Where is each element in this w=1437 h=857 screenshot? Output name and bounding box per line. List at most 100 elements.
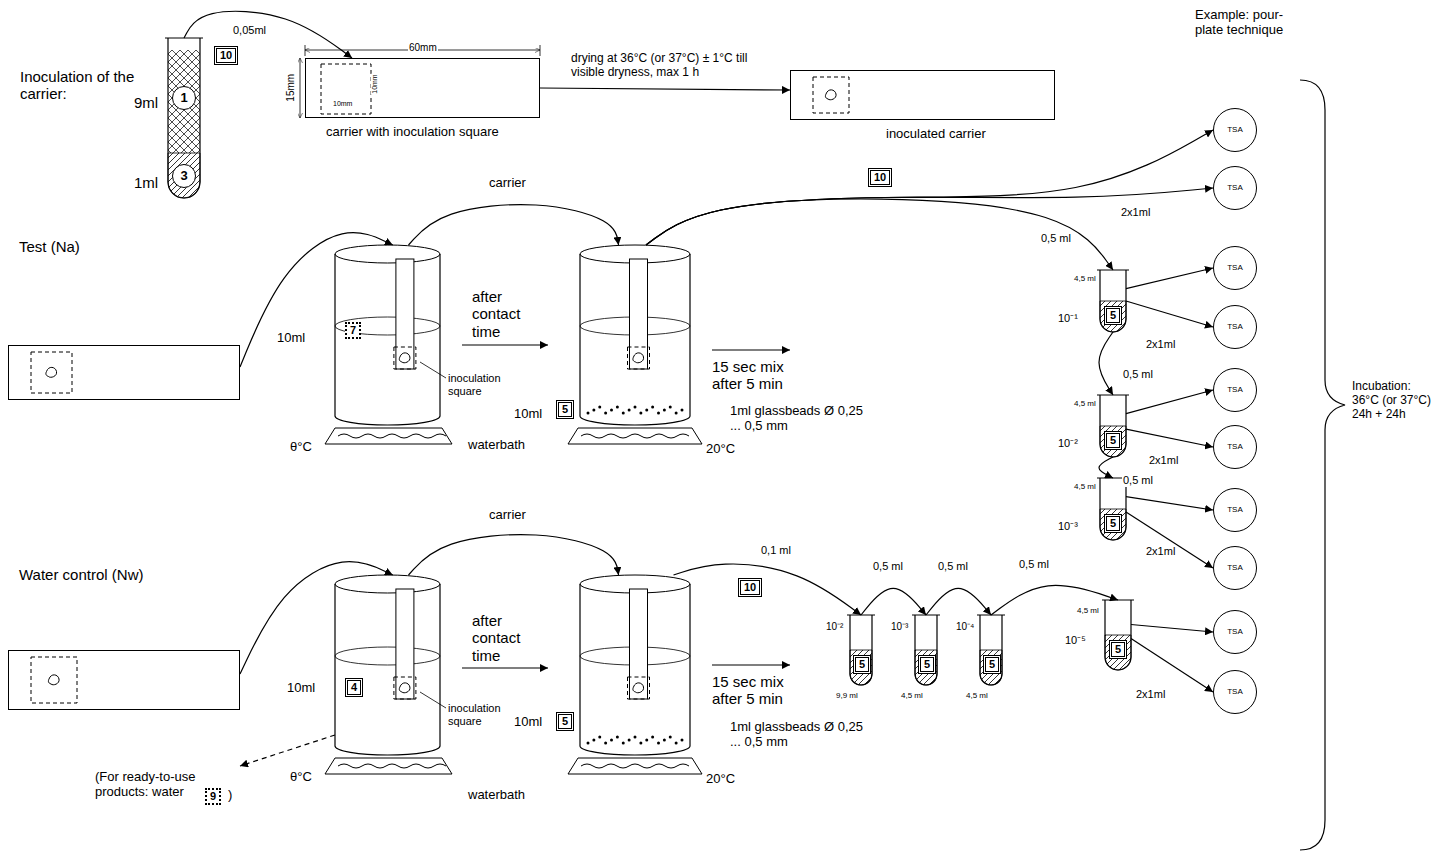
edge-label: 0,5 ml [1122, 474, 1154, 487]
tube-node: 9ml1ml13 [168, 38, 200, 198]
car-node: inoculated carrier [790, 70, 1055, 120]
waterbath-plates [325, 428, 702, 774]
node-text: 10⁻³ [891, 621, 908, 633]
flow-arrow [1126, 390, 1213, 414]
node-text: inoculated carrier [886, 127, 986, 142]
edge-label: drying at 36°C (or 37°C) ± 1°C till visi… [570, 52, 772, 80]
figure-stroke [240, 735, 335, 766]
flow-arrow [646, 130, 1213, 245]
bk2-node: 10ml [580, 575, 690, 755]
edge-label: 2x1ml [1120, 206, 1151, 219]
dt-node: 10⁻⁵4,5 ml [1105, 600, 1131, 670]
figure-stroke [568, 428, 702, 444]
annotation: Incubation: 36°C (or 37°C) 24h + 24h [1352, 380, 1432, 421]
car-shape [9, 346, 241, 401]
dt-node: 10⁻²9,9 ml [850, 615, 872, 685]
figure-stroke [325, 758, 452, 774]
edge-label: 0,5 ml [1018, 558, 1050, 571]
edge-label: 0,05ml [232, 24, 267, 37]
figure-stroke [338, 764, 446, 768]
flow-arrow [184, 11, 352, 58]
flow-arrow [1126, 429, 1213, 447]
node-text: 10ml [514, 407, 542, 422]
annotation: 1ml glassbeads Ø 0,25 ... 0,5 mm [730, 404, 865, 434]
annotation: 10mm [332, 100, 353, 108]
figure-stroke [581, 764, 689, 768]
flow-arrow [646, 188, 1213, 245]
inoculum-spot [48, 675, 59, 685]
flow-arrow [646, 199, 1113, 270]
annotation: 1ml glassbeads Ø 0,25 ... 0,5 mm [730, 720, 865, 750]
bk2-node: 10ml [580, 245, 690, 425]
callout-number: 4 [345, 678, 363, 697]
flow-arrow [1099, 457, 1113, 478]
tsa-node: TSA [1213, 670, 1257, 714]
tsa-node: TSA [1213, 108, 1257, 152]
annotation: waterbath [468, 438, 525, 453]
edge-label: 2x1ml [1145, 545, 1176, 558]
annotation: 10mm [371, 73, 379, 94]
figure-stroke [462, 344, 548, 345]
flow-arrow [1131, 639, 1213, 693]
bk2-shape [580, 245, 690, 425]
inoculum-spot [46, 367, 57, 377]
callout-number: 5 [1109, 640, 1127, 659]
tsa-node: TSA [1213, 246, 1257, 290]
tsa-node: TSA [1213, 425, 1257, 469]
callout-number: 5 [853, 655, 871, 674]
inoculation-square [813, 77, 849, 113]
flow-arrow [409, 535, 619, 575]
node-text: TSA [1214, 547, 1256, 589]
inoculation-square [394, 347, 416, 369]
inoculum-spot [633, 353, 644, 363]
annotation: inoculation square [448, 702, 520, 727]
tsa-node: TSA [1213, 610, 1257, 654]
node-text: TSA [1214, 489, 1256, 531]
flow-arrow [926, 588, 991, 615]
callout-number: 5 [918, 655, 936, 674]
annotation: θ°C [290, 770, 312, 785]
node-text: 3 [173, 165, 195, 187]
node-text: 10⁻² [1058, 437, 1078, 450]
node-text: Water control (Nw) [19, 566, 143, 583]
step-arrows [240, 345, 790, 766]
tsa-node: TSA [1213, 166, 1257, 210]
node-text: 10⁻³ [1058, 520, 1078, 533]
car-node: Test (Na) [8, 345, 240, 400]
node-text: TSA [1214, 306, 1256, 348]
edge-label: 0,5 ml [937, 560, 969, 573]
node-text: TSA [1214, 369, 1256, 411]
annotation: 15mm [285, 73, 297, 103]
dt-node: 10⁻³4,5 ml [915, 615, 937, 685]
figure-stroke [420, 692, 446, 708]
figure-stroke [338, 434, 446, 438]
inoculation-square [31, 657, 77, 703]
node-text: Test (Na) [19, 238, 80, 255]
annotation: after contact time [472, 612, 547, 664]
edge-label: 0,1 ml [760, 544, 792, 557]
edge-label: 0,5 ml [1040, 232, 1072, 245]
figure-stroke [568, 758, 702, 774]
node-text: TSA [1214, 426, 1256, 468]
node-text: TSA [1214, 167, 1256, 209]
figure-stroke [300, 58, 301, 118]
flow-arrow [1099, 332, 1113, 395]
car0-node: carrier with inoculation square [305, 58, 540, 118]
callout-number: 9 [205, 788, 221, 805]
car-shape [791, 71, 1056, 121]
node-text: 4,5 ml [1074, 274, 1096, 283]
flow-arrow [674, 564, 862, 615]
flow-arrow [1126, 497, 1213, 510]
flow-arrow [1131, 625, 1213, 633]
node-text: 4,5 ml [966, 691, 988, 700]
callout-number: 10 [738, 578, 762, 597]
dt-shape [850, 615, 872, 685]
node-text: 4,5 ml [1077, 606, 1099, 615]
figure-stroke [581, 434, 689, 438]
node-text: 9ml [134, 94, 158, 111]
leader-lines [420, 362, 446, 708]
figure-stroke [540, 45, 541, 56]
flow-arrow [240, 562, 393, 674]
edge-label: 0,5 ml [1122, 368, 1154, 381]
dt-shape [915, 615, 937, 685]
